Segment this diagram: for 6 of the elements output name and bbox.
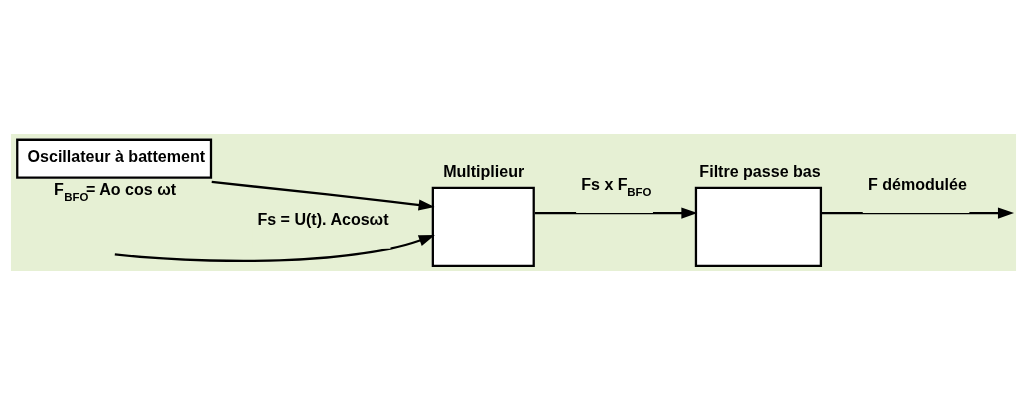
node-label: Filtre passe bas [699,161,821,180]
edge-label: F démodulée [867,174,967,193]
node-label: Multiplieur [443,161,525,180]
node-label: F$_{BFO}$= Ao cos ωt [53,179,177,203]
edge-label: Fs x F$_{BFO}$ [581,174,652,198]
edge-label: Fs = U(t). Acosωt [257,210,389,229]
